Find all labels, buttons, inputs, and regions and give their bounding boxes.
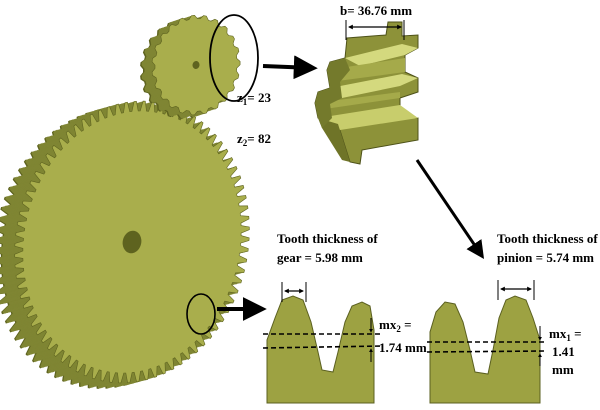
pinion-thickness-line2: pinion = 5.74 mm xyxy=(497,250,594,265)
large-gear-bore xyxy=(122,230,142,254)
gear-teeth-label: z2= 82 xyxy=(237,131,271,148)
gear-tooth-callout xyxy=(186,293,216,335)
large-gear xyxy=(0,100,250,389)
gear-tooth-profile xyxy=(262,282,383,404)
pinion-shift-unit: mm xyxy=(552,362,574,377)
pinion-teeth-label: z1= 23 xyxy=(237,90,271,107)
gear-shift-label: mx2 = xyxy=(379,317,412,334)
face-width-dimension xyxy=(345,20,405,40)
tooth-segment xyxy=(314,21,419,165)
gear-thickness-line1: Tooth thickness of xyxy=(277,231,378,246)
arrow-to-tooth-segment xyxy=(262,55,318,80)
gear-thickness-line2: gear = 5.98 mm xyxy=(277,250,363,265)
arrow-to-pinion-profile xyxy=(415,159,485,259)
face-width-label: b= 36.76 mm xyxy=(340,3,412,18)
pinion-shift-label: mx1 = xyxy=(549,326,582,343)
pinion-thickness-line1: Tooth thickness of xyxy=(497,231,598,246)
pinion-tooth-callout xyxy=(209,14,259,102)
pinion-tooth-profile xyxy=(426,280,546,404)
pinion-shift-value: 1.41 xyxy=(552,344,575,359)
gear-shift-value: 1.74 mm xyxy=(379,340,427,355)
pinion-bore xyxy=(192,61,200,69)
pinion-gear xyxy=(140,14,241,119)
